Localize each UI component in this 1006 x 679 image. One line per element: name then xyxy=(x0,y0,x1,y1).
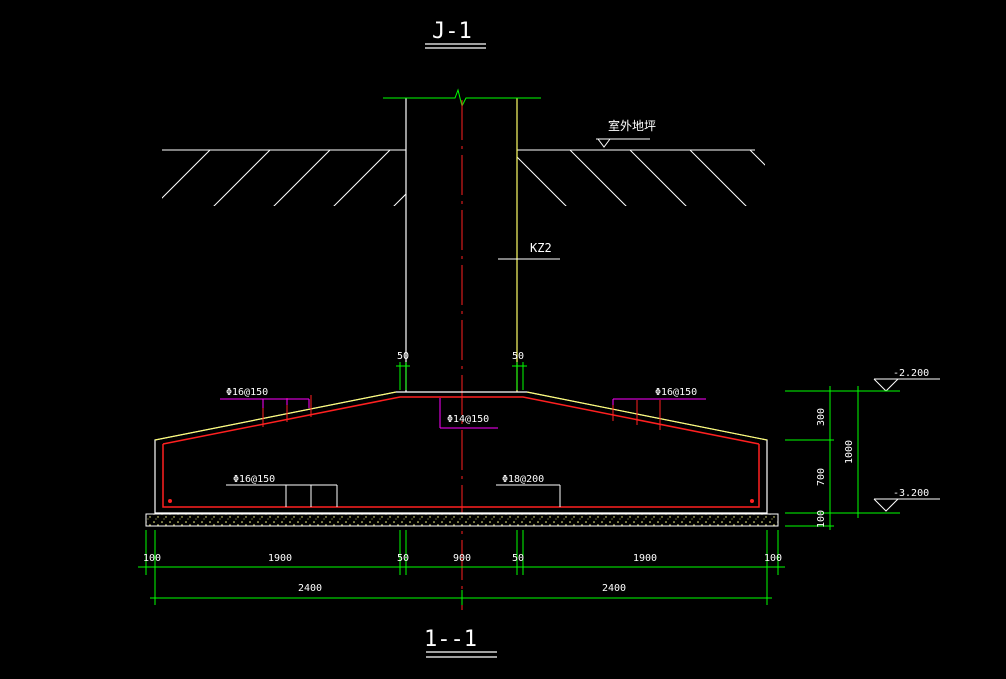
vertical-dimensions: 300 700 100 1000 xyxy=(785,386,862,530)
rebar-annotation-top-left: Φ16@150 xyxy=(220,387,310,408)
title-top-text: J-1 xyxy=(432,19,472,44)
rebar-annotation-center: Φ14@150 xyxy=(439,398,498,429)
hdim-4: 900 xyxy=(453,553,471,564)
rebar-bottom-left-label: Φ16@150 xyxy=(233,474,275,485)
hdim-6: 1900 xyxy=(633,553,657,564)
hdim-7: 100 xyxy=(764,553,782,564)
offset-right: 50 xyxy=(512,351,527,390)
hdim-3: 50 xyxy=(397,553,409,564)
rebar-annotation-bottom-right: Φ18@200 xyxy=(496,474,561,507)
rebar xyxy=(162,395,760,508)
rebar-annotation-bottom-left: Φ16@150 xyxy=(226,474,338,507)
rebar-center-label: Φ14@150 xyxy=(447,414,489,425)
offset-left: 50 xyxy=(396,351,410,390)
ground-level-marker: 室外地坪 xyxy=(596,118,656,148)
rebar-top-right-label: Φ16@150 xyxy=(655,387,697,398)
hdim-5: 50 xyxy=(512,553,524,564)
vdim-middle: 700 xyxy=(816,468,827,486)
soil-hatch xyxy=(0,149,1006,210)
horizontal-dimensions: 100 1900 50 900 50 1900 100 2400 2400 xyxy=(138,530,785,605)
column xyxy=(383,88,541,392)
rebar-annotation-top-right: Φ16@150 xyxy=(612,387,706,405)
vdim-upper: 300 xyxy=(816,408,827,426)
hdim-half-left: 2400 xyxy=(298,583,322,594)
offset-right-label: 50 xyxy=(512,351,524,362)
title-top: J-1 xyxy=(425,19,486,49)
footing-outline xyxy=(154,391,768,514)
elevation-top: -2.200 xyxy=(860,368,940,392)
title-bottom-text: 1--1 xyxy=(424,627,477,652)
column-label: KZ2 xyxy=(498,241,560,260)
hdim-2: 1900 xyxy=(268,553,292,564)
bedding-layer xyxy=(145,513,779,527)
hdim-1: 100 xyxy=(143,553,161,564)
elev-top-label: -2.200 xyxy=(893,368,929,379)
vdim-lower: 100 xyxy=(816,510,827,528)
hdim-half-right: 2400 xyxy=(602,583,626,594)
offset-left-label: 50 xyxy=(397,351,409,362)
elevation-bottom: -3.200 xyxy=(860,488,940,514)
ground-label: 室外地坪 xyxy=(608,118,656,133)
title-bottom: 1--1 xyxy=(424,627,497,658)
elev-bottom-label: -3.200 xyxy=(893,488,929,499)
column-label-text: KZ2 xyxy=(530,241,552,255)
vdim-total: 1000 xyxy=(844,440,855,464)
rebar-bottom-right-label: Φ18@200 xyxy=(502,474,544,485)
rebar-top-left-label: Φ16@150 xyxy=(226,387,268,398)
